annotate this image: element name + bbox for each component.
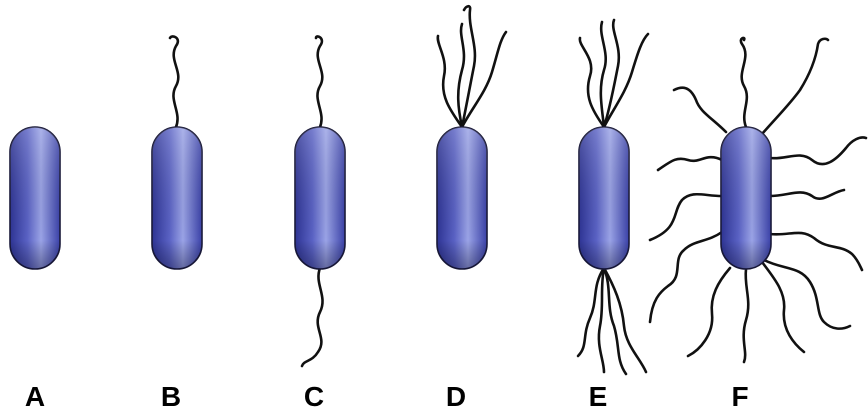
cell-b-group <box>152 36 202 269</box>
cell-c-flagellum-bottom <box>302 268 323 366</box>
cell-c-flagellum-top <box>316 36 322 127</box>
label-b: B <box>141 382 201 412</box>
cell-e-flagellum-top-4 <box>604 34 648 127</box>
label-f: F <box>710 382 770 412</box>
cell-f-shade <box>721 127 771 269</box>
cell-e-shade <box>579 127 629 269</box>
cell-a-group <box>10 127 60 269</box>
cell-d-flagellum-2 <box>458 24 464 127</box>
label-a: A <box>5 382 65 412</box>
cell-d-group <box>437 6 506 269</box>
cell-b-shade <box>152 127 202 269</box>
cell-e-flagellum-top-3 <box>604 20 619 127</box>
cell-f-flagellum-left-2 <box>650 194 722 240</box>
cell-f-flagellum-left-1 <box>658 157 722 170</box>
cell-d-flagellum-4 <box>462 32 506 127</box>
cell-d-shade <box>437 127 487 269</box>
cell-f-flagellum-right-4 <box>764 260 850 329</box>
cell-f-flagellum-bottom-3 <box>762 262 804 352</box>
label-e: E <box>568 382 628 412</box>
cell-c-group <box>295 36 345 366</box>
cell-f-flagellum-right-1 <box>770 137 866 164</box>
cell-e-flagellum-bottom-4 <box>604 268 646 372</box>
cell-f-flagellum-right-3 <box>770 233 862 270</box>
cell-a-shade <box>10 127 60 269</box>
label-d: D <box>426 382 486 412</box>
cell-e-flagellum-top-2 <box>601 22 606 127</box>
cell-f-flagellum-top-2 <box>762 39 828 134</box>
cell-e-flagellum-bottom-2 <box>599 268 604 372</box>
cell-f-group <box>650 38 866 362</box>
cell-b-flagellum-top <box>170 36 178 127</box>
cell-c-shade <box>295 127 345 269</box>
cell-f-flagellum-bottom-1 <box>688 268 730 356</box>
cell-f-flagellum-top-3 <box>674 88 726 132</box>
cell-f-flagellum-bottom-2 <box>744 269 749 362</box>
cell-f-flagellum-right-2 <box>770 190 844 199</box>
cell-f-flagellum-top-1 <box>741 38 747 127</box>
cell-e-group <box>578 20 648 374</box>
label-c: C <box>284 382 344 412</box>
